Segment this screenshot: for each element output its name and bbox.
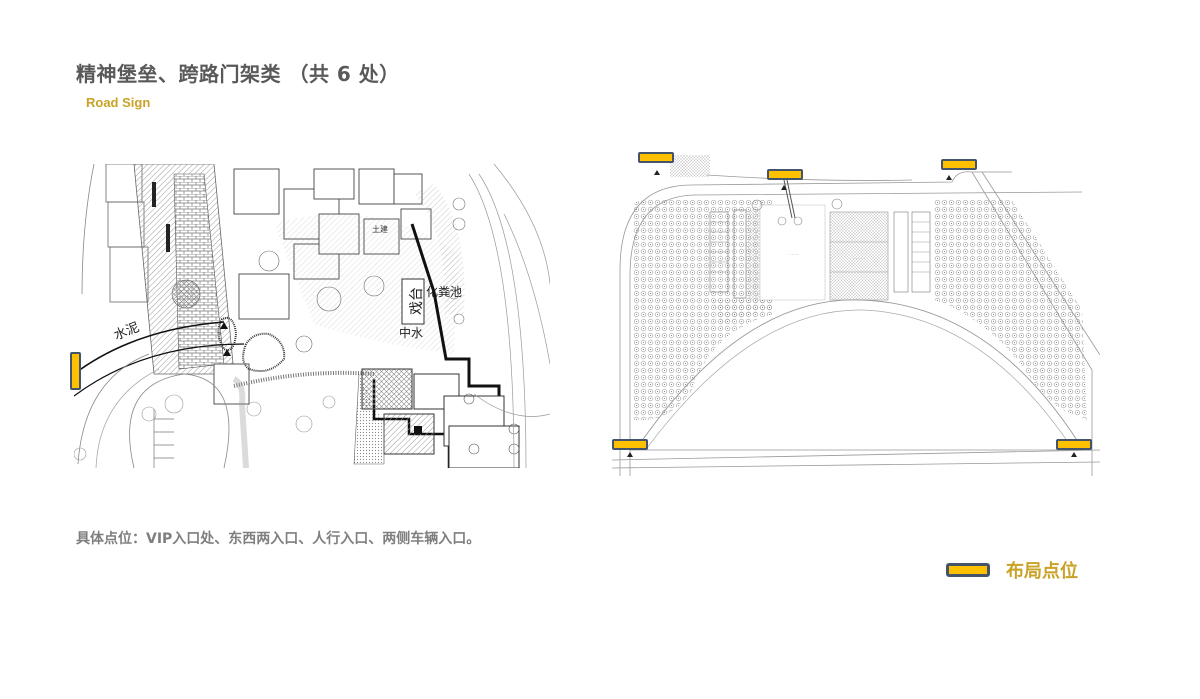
svg-text:· · · · ·: · · · · · — [853, 256, 864, 261]
svg-text:· · · ·: · · · · — [790, 252, 799, 257]
sign-marker-west-road[interactable] — [70, 352, 81, 390]
stage-label: 戏台 — [409, 287, 425, 315]
sign-marker-south-east-vehicle[interactable] — [1056, 439, 1092, 450]
page-title: 精神堡垒、跨路门架类 （共 6 处） — [76, 62, 400, 86]
sign-marker-north-west-gate[interactable] — [638, 152, 674, 163]
legend-marker-swatch — [946, 563, 990, 577]
legend-label: 布局点位 — [1006, 561, 1078, 582]
sign-marker-north-east-gate[interactable] — [941, 159, 977, 170]
location-description: 具体点位：VIP入口处、东西两入口、人行入口、两侧车辆入口。 — [76, 531, 481, 547]
civil-label: 土建 — [372, 224, 388, 234]
reclaimed-water-label: 中水 — [399, 325, 423, 340]
right-plan-drawing: · · · · · · · · · — [612, 155, 1100, 476]
page-subtitle: Road Sign — [86, 95, 151, 110]
right-site-plan: · · · · · · · · · — [612, 150, 1100, 476]
left-site-plan: 戏台 化粪池 中水 土建 水泥 — [74, 164, 550, 468]
legend: 布局点位 — [946, 557, 1078, 583]
sign-marker-south-west-vehicle[interactable] — [612, 439, 648, 450]
left-plan-drawing: 戏台 化粪池 中水 土建 水泥 — [74, 164, 550, 468]
sign-marker-north-center-vip[interactable] — [767, 169, 803, 180]
